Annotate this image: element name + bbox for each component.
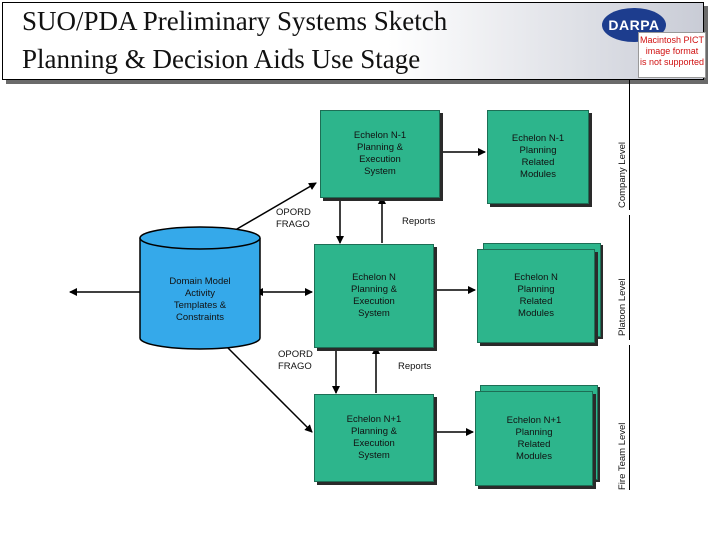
domain-model-database xyxy=(139,226,261,350)
echelon-n-minus-1-system[interactable]: Echelon N-1 Planning & Execution System xyxy=(320,110,440,198)
slide-title-line-2: Planning & Decision Aids Use Stage xyxy=(22,44,421,74)
platoon-level-line xyxy=(629,215,630,340)
title-bar xyxy=(2,2,704,80)
fire-team-level-line xyxy=(629,345,630,490)
opord-frago-label-1: OPORD FRAGO xyxy=(276,207,311,230)
reports-label-2: Reports xyxy=(398,361,432,372)
echelon-n-minus-1-modules-label: Echelon N-1 Planning Related Modules xyxy=(511,133,565,180)
reports-label-1: Reports xyxy=(402,216,436,227)
echelon-n-modules-label: Echelon N Planning Related Modules xyxy=(514,272,558,319)
echelon-n-plus-1-system[interactable]: Echelon N+1 Planning & Execution System xyxy=(314,394,434,482)
echelon-n-minus-1-system-label: Echelon N-1 Planning & Execution System xyxy=(353,130,407,177)
darpa-logo: DARPA Macintosh PICT image format is not… xyxy=(600,8,706,78)
echelon-n-plus-1-modules-label: Echelon N+1 Planning Related Modules xyxy=(506,414,562,462)
database-label: Domain Model Activity Templates & Constr… xyxy=(169,276,231,323)
pict-unsupported-notice: Macintosh PICT image format is not suppo… xyxy=(638,32,706,78)
database-to-n-minus-1-arrow xyxy=(218,182,317,240)
echelon-n-modules[interactable]: Echelon N Planning Related Modules xyxy=(477,249,595,343)
echelon-n-plus-1-modules[interactable]: Echelon N+1 Planning Related Modules xyxy=(475,391,593,486)
echelon-n-plus-1-system-label: Echelon N+1 Planning & Execution System xyxy=(346,414,402,461)
echelon-n-system-label: Echelon N Planning & Execution System xyxy=(351,272,397,319)
company-level-line xyxy=(629,80,630,210)
database-to-n-plus-1-arrow xyxy=(220,340,313,433)
echelon-n-minus-1-modules[interactable]: Echelon N-1 Planning Related Modules xyxy=(487,110,589,204)
slide-title-line-1: SUO/PDA Preliminary Systems Sketch xyxy=(22,6,448,36)
opord-frago-label-2: OPORD FRAGO xyxy=(278,349,313,372)
echelon-n-system[interactable]: Echelon N Planning & Execution System xyxy=(314,244,434,348)
